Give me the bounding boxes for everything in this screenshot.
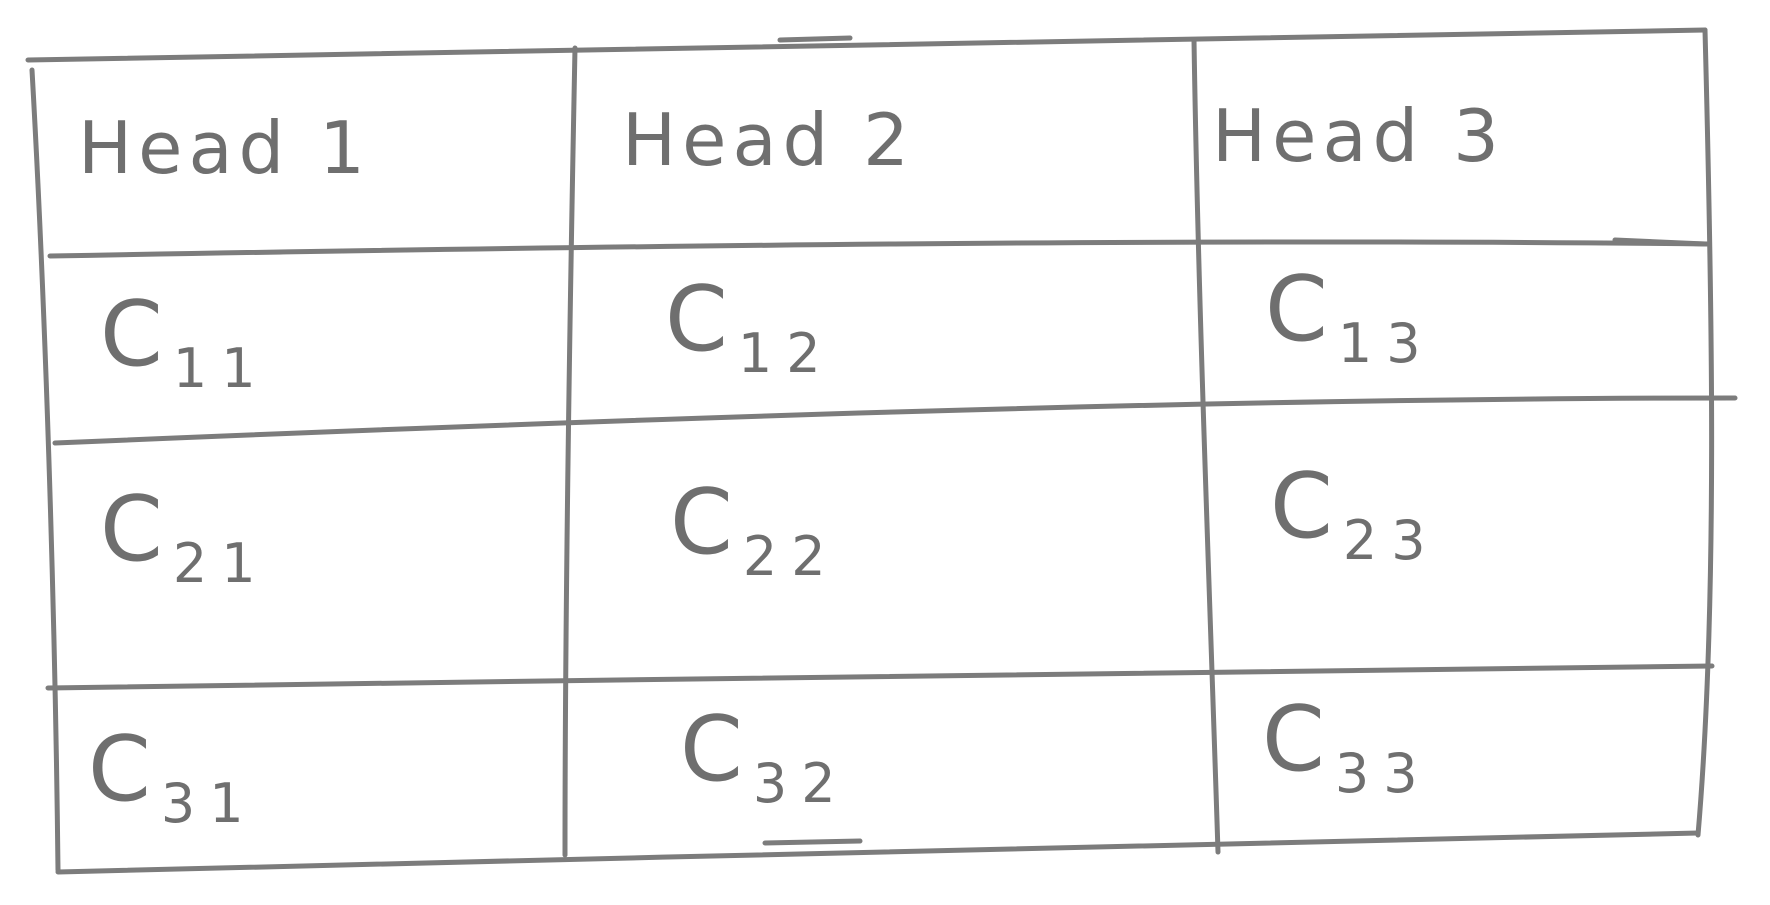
cell-base-letter: C: [670, 470, 737, 575]
row-divider-2: [52, 395, 1738, 446]
row-divider-3: [45, 663, 1715, 691]
cell-subscript: 31: [160, 772, 258, 835]
column-divider-2: [1191, 37, 1221, 855]
header-cell-1: Head 1: [78, 106, 371, 190]
cell-subscript: 21: [172, 532, 270, 595]
cell-base-letter: C: [680, 697, 747, 802]
cell-subscript: 23: [1342, 509, 1440, 572]
cell-base-letter: C: [88, 717, 155, 822]
table-border-right: [1695, 27, 1715, 838]
cell-subscript: 11: [172, 337, 270, 400]
column-divider-1: [562, 45, 578, 858]
cell-subscript: 32: [752, 752, 850, 815]
table-border-top: [25, 27, 1708, 63]
table-border-left: [29, 67, 61, 873]
cell-base-letter: C: [1262, 687, 1329, 792]
stray-mark-bottom: [762, 838, 863, 846]
cell-subscript: 22: [742, 525, 840, 588]
cell-base-letter: C: [100, 477, 167, 582]
cell-subscript: 33: [1334, 742, 1432, 805]
cell-base-letter: C: [1270, 454, 1337, 559]
cell-subscript: 12: [737, 322, 835, 385]
stray-mark-right: [1612, 237, 1708, 247]
header-cell-2: Head 2: [622, 98, 915, 182]
cell-base-letter: C: [100, 282, 167, 387]
table-border-bottom: [55, 830, 1701, 875]
cell-base-letter: C: [1265, 257, 1332, 362]
stray-mark-top: [777, 35, 853, 43]
cell-base-letter: C: [665, 267, 732, 372]
header-cell-3: Head 3: [1212, 94, 1505, 178]
row-divider-1: [47, 239, 1711, 259]
cell-subscript: 13: [1337, 312, 1435, 375]
